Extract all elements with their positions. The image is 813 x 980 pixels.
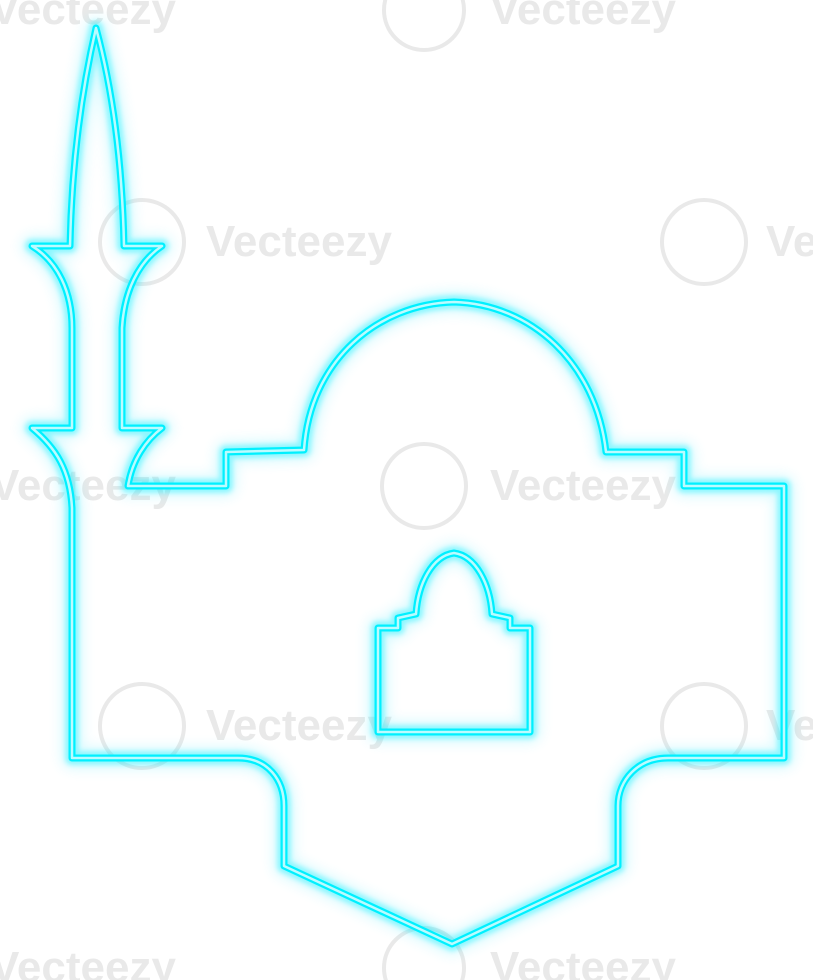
watermark-mark: Vecteezy [98,682,392,770]
watermark-mark: Ve [660,198,813,286]
watermark-text: Vecteezy [0,943,176,980]
mosque-door-outline [367,542,541,743]
watermark-mark: Vecteezy [98,198,392,286]
mosque-outline [21,17,795,955]
watermark-text: Ve [766,217,813,266]
watermark-text: Vecteezy [490,943,676,980]
watermark-text: Vecteezy [206,217,392,266]
watermark-text: Vecteezy [490,0,676,34]
watermark-mark: Vecteezy [380,442,676,530]
watermark-text: Vecteezy [490,461,676,510]
watermark-mark: Vecteezy [382,0,676,52]
watermark-text: Vecteezy [206,701,392,750]
